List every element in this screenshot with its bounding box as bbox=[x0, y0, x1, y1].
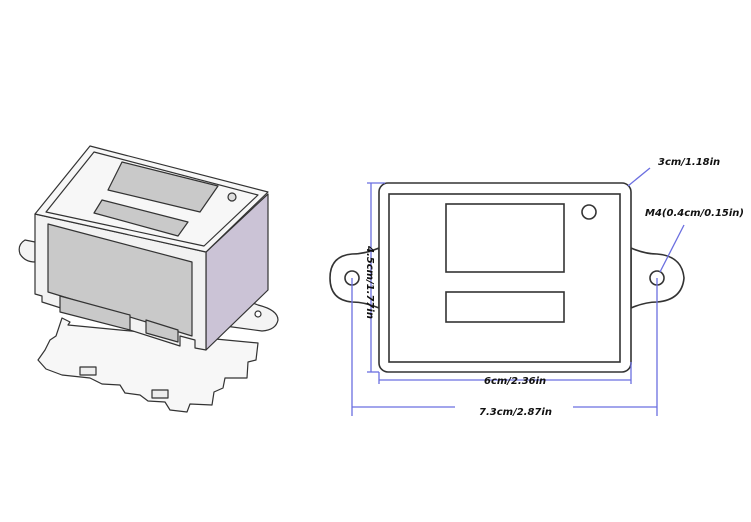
corner-dimension-label: 3cm/1.18in bbox=[658, 157, 720, 168]
housing-outline bbox=[378, 182, 632, 373]
mount-hole-label: M4(0.4cm/0.15in) bbox=[645, 208, 744, 219]
bezel-inner bbox=[388, 193, 621, 363]
front-window bbox=[47, 223, 193, 337]
mount-ears bbox=[329, 246, 685, 310]
bottom-connector bbox=[59, 295, 131, 331]
top-small-window bbox=[93, 199, 189, 237]
led-indicator bbox=[227, 192, 237, 202]
top-inner-rim bbox=[45, 151, 259, 247]
left-ear bbox=[18, 239, 36, 263]
isometric-view bbox=[18, 145, 279, 413]
height-label: 4.5cm/1.77in bbox=[364, 245, 375, 319]
secondary-display-window bbox=[445, 291, 565, 323]
right-ear-hole bbox=[254, 310, 262, 318]
body-width-label: 6cm/2.36in bbox=[484, 376, 546, 387]
base-tab bbox=[79, 366, 97, 376]
dimension-lines bbox=[351, 167, 685, 416]
base-tab bbox=[151, 389, 169, 399]
led-indicator bbox=[581, 204, 597, 220]
top-display-window bbox=[107, 161, 219, 213]
display-window bbox=[445, 203, 565, 273]
total-width-label: 7.3cm/2.87in bbox=[479, 407, 552, 418]
front-view bbox=[329, 182, 685, 373]
bottom-connector bbox=[145, 319, 179, 343]
